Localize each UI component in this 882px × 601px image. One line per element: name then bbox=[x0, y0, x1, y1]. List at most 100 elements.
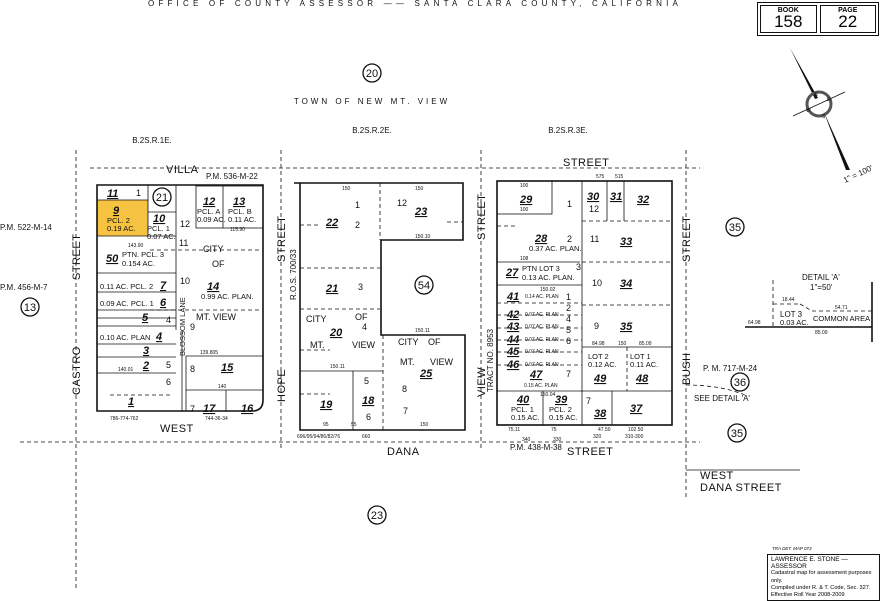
parcel-number[interactable]: 35 bbox=[620, 321, 633, 333]
parcel-number[interactable]: 33 bbox=[620, 236, 632, 248]
parcel-note: 0.07 AC. PLAN bbox=[525, 324, 559, 330]
parcel-note: 0.11 AC. bbox=[228, 215, 256, 224]
book-number: 158 bbox=[774, 12, 803, 31]
parcel-number[interactable]: 15 bbox=[221, 362, 234, 374]
parcel-number[interactable]: 37 bbox=[630, 403, 643, 415]
parcel-number[interactable]: 10 bbox=[153, 213, 166, 225]
parcel-number[interactable]: 42 bbox=[506, 309, 519, 321]
lot-number: 12 bbox=[180, 219, 190, 229]
lot-number: 4 bbox=[566, 314, 571, 324]
dimension-label: 660 bbox=[362, 434, 371, 440]
lot-number: 10 bbox=[180, 276, 190, 286]
dimension-label: 575 bbox=[596, 174, 605, 180]
ref-see-detail: SEE DETAIL 'A' bbox=[694, 394, 750, 403]
parcel-number[interactable]: 50 bbox=[106, 253, 119, 265]
parcel-number[interactable]: 5 bbox=[142, 312, 149, 324]
parcel-number[interactable]: 20 bbox=[329, 327, 343, 339]
parcel-note: LOT 2 bbox=[588, 352, 609, 361]
detail-area: 0.03 AC. bbox=[780, 318, 809, 327]
parcel-note: 0.07 AC. PLAN bbox=[525, 337, 559, 343]
parcel-number[interactable]: 17 bbox=[203, 403, 216, 415]
parcel-number[interactable]: 2 bbox=[142, 360, 149, 372]
city-label: VIEW bbox=[352, 340, 376, 350]
parcel-number[interactable]: 28 bbox=[534, 233, 548, 245]
dimension-label: 150 bbox=[342, 186, 351, 192]
parcel-number[interactable]: 18 bbox=[362, 395, 375, 407]
parcel-number[interactable]: 31 bbox=[610, 191, 622, 203]
dimension-label: 150.02 bbox=[540, 287, 556, 293]
parcel-number[interactable]: 14 bbox=[207, 281, 219, 293]
map-page-circle bbox=[727, 423, 747, 443]
parcel-number[interactable]: 29 bbox=[519, 194, 533, 206]
street-label-view-street: STREET bbox=[476, 194, 488, 240]
parcel-number[interactable]: 9 bbox=[113, 205, 120, 217]
parcel-number[interactable]: 16 bbox=[241, 403, 254, 415]
parcel-number[interactable]: 12 bbox=[203, 196, 215, 208]
parcel-note: 0.09 AC. PCL. 1 bbox=[100, 299, 154, 308]
parcel-number[interactable]: 45 bbox=[506, 346, 520, 358]
parcel-number[interactable]: 47 bbox=[529, 369, 543, 381]
parcel-note: 0.15 AC. PLAN bbox=[524, 383, 558, 389]
parcel-number[interactable]: 43 bbox=[506, 321, 519, 333]
street-label-hope-street: STREET bbox=[276, 216, 288, 262]
parcel-note: PCL. 2 bbox=[107, 216, 130, 225]
dimension-label: 340 bbox=[522, 437, 531, 443]
street-label-dana: DANA bbox=[387, 446, 420, 458]
parcel-note: 0.14 AC. PLAN bbox=[525, 294, 559, 300]
parcel-number[interactable]: 19 bbox=[320, 399, 333, 411]
lot-number: 5 bbox=[364, 376, 369, 386]
map-page-circle bbox=[367, 505, 387, 525]
street-label-lane: BLOSSOM LANE bbox=[178, 297, 187, 356]
parcel-number[interactable]: 23 bbox=[414, 206, 427, 218]
ref-ros: R.O.S. 700/33 bbox=[289, 249, 298, 300]
parcel-number[interactable]: 39 bbox=[555, 394, 568, 406]
parcel-number[interactable]: 34 bbox=[620, 278, 632, 290]
ref-pm-456: P.M. 456-M-7 bbox=[0, 283, 48, 292]
lot-number: 8 bbox=[402, 384, 407, 394]
parcel-number[interactable]: 49 bbox=[593, 373, 607, 385]
map-page-circle bbox=[362, 63, 382, 83]
parcel-number[interactable]: 7 bbox=[160, 280, 167, 292]
ref-pm-522: P.M. 522-M-14 bbox=[0, 223, 52, 232]
parcel-number[interactable]: 1 bbox=[128, 396, 134, 408]
lot-number: 4 bbox=[166, 315, 171, 325]
dimension-label: 744-36-34 bbox=[205, 416, 228, 422]
lot-number: 2 bbox=[355, 220, 360, 230]
compass-e: E bbox=[827, 97, 831, 103]
parcel-number[interactable]: 44 bbox=[506, 334, 519, 346]
parcel-number[interactable]: 46 bbox=[506, 359, 520, 371]
parcel-number[interactable]: 4 bbox=[155, 331, 162, 343]
parcel-number[interactable]: 3 bbox=[143, 345, 149, 357]
dimension-label: 115.90 bbox=[230, 227, 245, 233]
lot-number: 2 bbox=[566, 303, 571, 313]
highlighted-parcel-9[interactable] bbox=[97, 200, 148, 236]
parcel-number[interactable]: 25 bbox=[419, 368, 433, 380]
parcel-number[interactable]: 22 bbox=[325, 217, 338, 229]
parcel-number[interactable]: 13 bbox=[233, 196, 245, 208]
parcel-number[interactable]: 32 bbox=[637, 194, 649, 206]
parcel-note: 0.15 AC. bbox=[549, 413, 578, 422]
street-label-west-dana: WEST bbox=[700, 470, 734, 482]
lot-number: 5 bbox=[566, 325, 571, 335]
lot-number: 12 bbox=[397, 198, 407, 208]
lot-number: 4 bbox=[362, 322, 367, 332]
parcel-number[interactable]: 38 bbox=[594, 408, 607, 420]
parcel-number[interactable]: 40 bbox=[516, 394, 530, 406]
lot-number: 3 bbox=[358, 282, 363, 292]
detail-leader bbox=[685, 384, 746, 396]
parcel-number[interactable]: 21 bbox=[325, 283, 338, 295]
assessor-name: LAWRENCE E. STONE — ASSESSOR bbox=[771, 556, 848, 571]
parcel-note: 0.11 AC. PCL. 2 bbox=[100, 282, 153, 291]
parcel-number[interactable]: 41 bbox=[506, 291, 519, 303]
map-page-circle bbox=[20, 297, 40, 317]
parcel-number[interactable]: 6 bbox=[160, 297, 167, 309]
lot-number: 3 bbox=[576, 262, 581, 272]
dimension-label: 85.09 bbox=[639, 341, 652, 347]
parcel-number[interactable]: 11 bbox=[107, 188, 118, 200]
city-label: OF bbox=[355, 312, 368, 322]
dimension-label: 102.50 bbox=[628, 427, 644, 433]
dimension-label: 95 bbox=[323, 422, 329, 428]
parcel-number[interactable]: 27 bbox=[505, 267, 519, 279]
parcel-number[interactable]: 48 bbox=[635, 373, 649, 385]
parcel-number[interactable]: 30 bbox=[587, 191, 600, 203]
